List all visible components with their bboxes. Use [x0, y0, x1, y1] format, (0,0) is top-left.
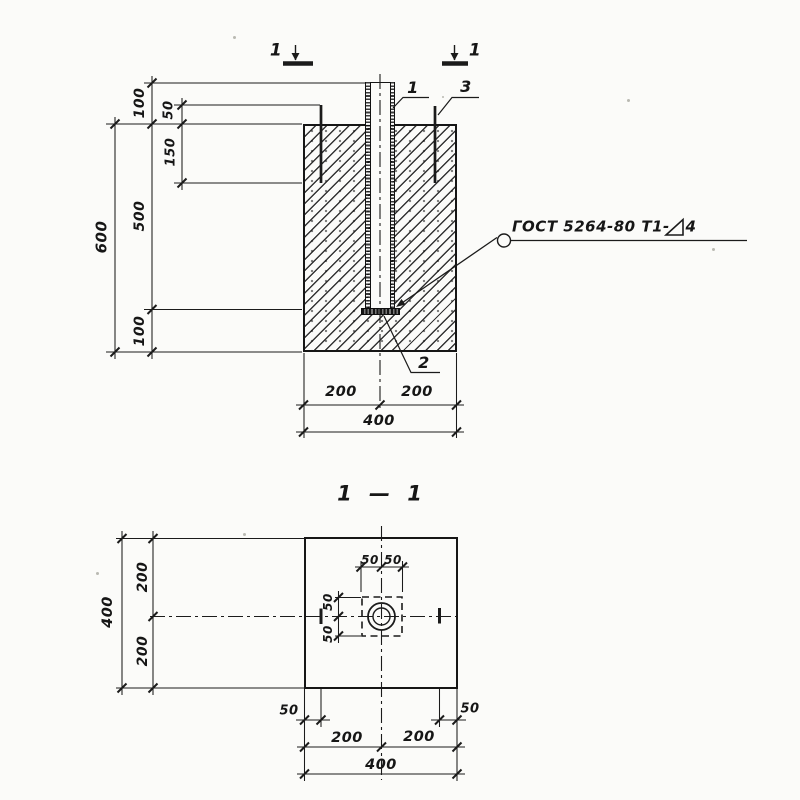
dim-100-top: 100 [132, 87, 148, 119]
dim-100-bottom: 100 [132, 315, 148, 347]
dim-200-bottom-right: 200 [403, 728, 435, 745]
anchor-base-plate [360, 307, 400, 315]
plan-view-title: 1 — 1 [337, 481, 427, 506]
dim-200-bottom-left: 200 [331, 729, 363, 746]
dim-50-plate-top: 50 [321, 593, 335, 611]
noise-speck [233, 36, 236, 39]
dim-50-plate-left: 50 [361, 553, 379, 567]
weld-note-size: 4 [685, 217, 697, 236]
dim-400-side: 400 [99, 596, 116, 628]
dim-50-plate-bottom: 50 [321, 625, 335, 643]
dim-200-right: 200 [401, 383, 433, 400]
part-label-pipe: 1 [407, 78, 419, 97]
dim-200-side-top: 200 [135, 561, 151, 593]
dim-600: 600 [92, 220, 111, 254]
section-cut-arrows [291, 53, 459, 61]
dim-500: 500 [132, 200, 148, 232]
part-label-plate: 2 [418, 353, 430, 372]
noise-speck [627, 99, 630, 102]
noise-speck [243, 533, 246, 536]
weld-circle-symbol [496, 233, 512, 248]
section-mark-label-left: 1 [269, 40, 283, 61]
noise-speck [712, 248, 715, 251]
concrete-block-plan [304, 537, 458, 689]
part-label-rebar: 3 [460, 77, 472, 96]
pipe-bore [370, 82, 390, 308]
dim-50-plate-right: 50 [384, 553, 402, 567]
section-cut-stems [294, 45, 456, 60]
dim-200-side-bottom: 200 [135, 635, 151, 667]
dim-50-offset-left: 50 [279, 703, 299, 719]
dim-400-width: 400 [363, 412, 395, 429]
section-mark-label-right: 1 [468, 40, 482, 61]
weld-note-text: ГОСТ 5264-80 Т1- [512, 217, 670, 236]
dim-50-bar: 50 [161, 100, 177, 120]
pipe-wall-right [389, 82, 395, 308]
noise-speck [442, 96, 444, 98]
section-cut-marks [283, 45, 468, 66]
dim-150-embed: 150 [163, 137, 179, 167]
dim-400-bottom: 400 [365, 756, 397, 773]
dim-200-left: 200 [325, 383, 357, 400]
dim-50-offset-right: 50 [460, 701, 480, 717]
noise-speck [96, 572, 99, 575]
